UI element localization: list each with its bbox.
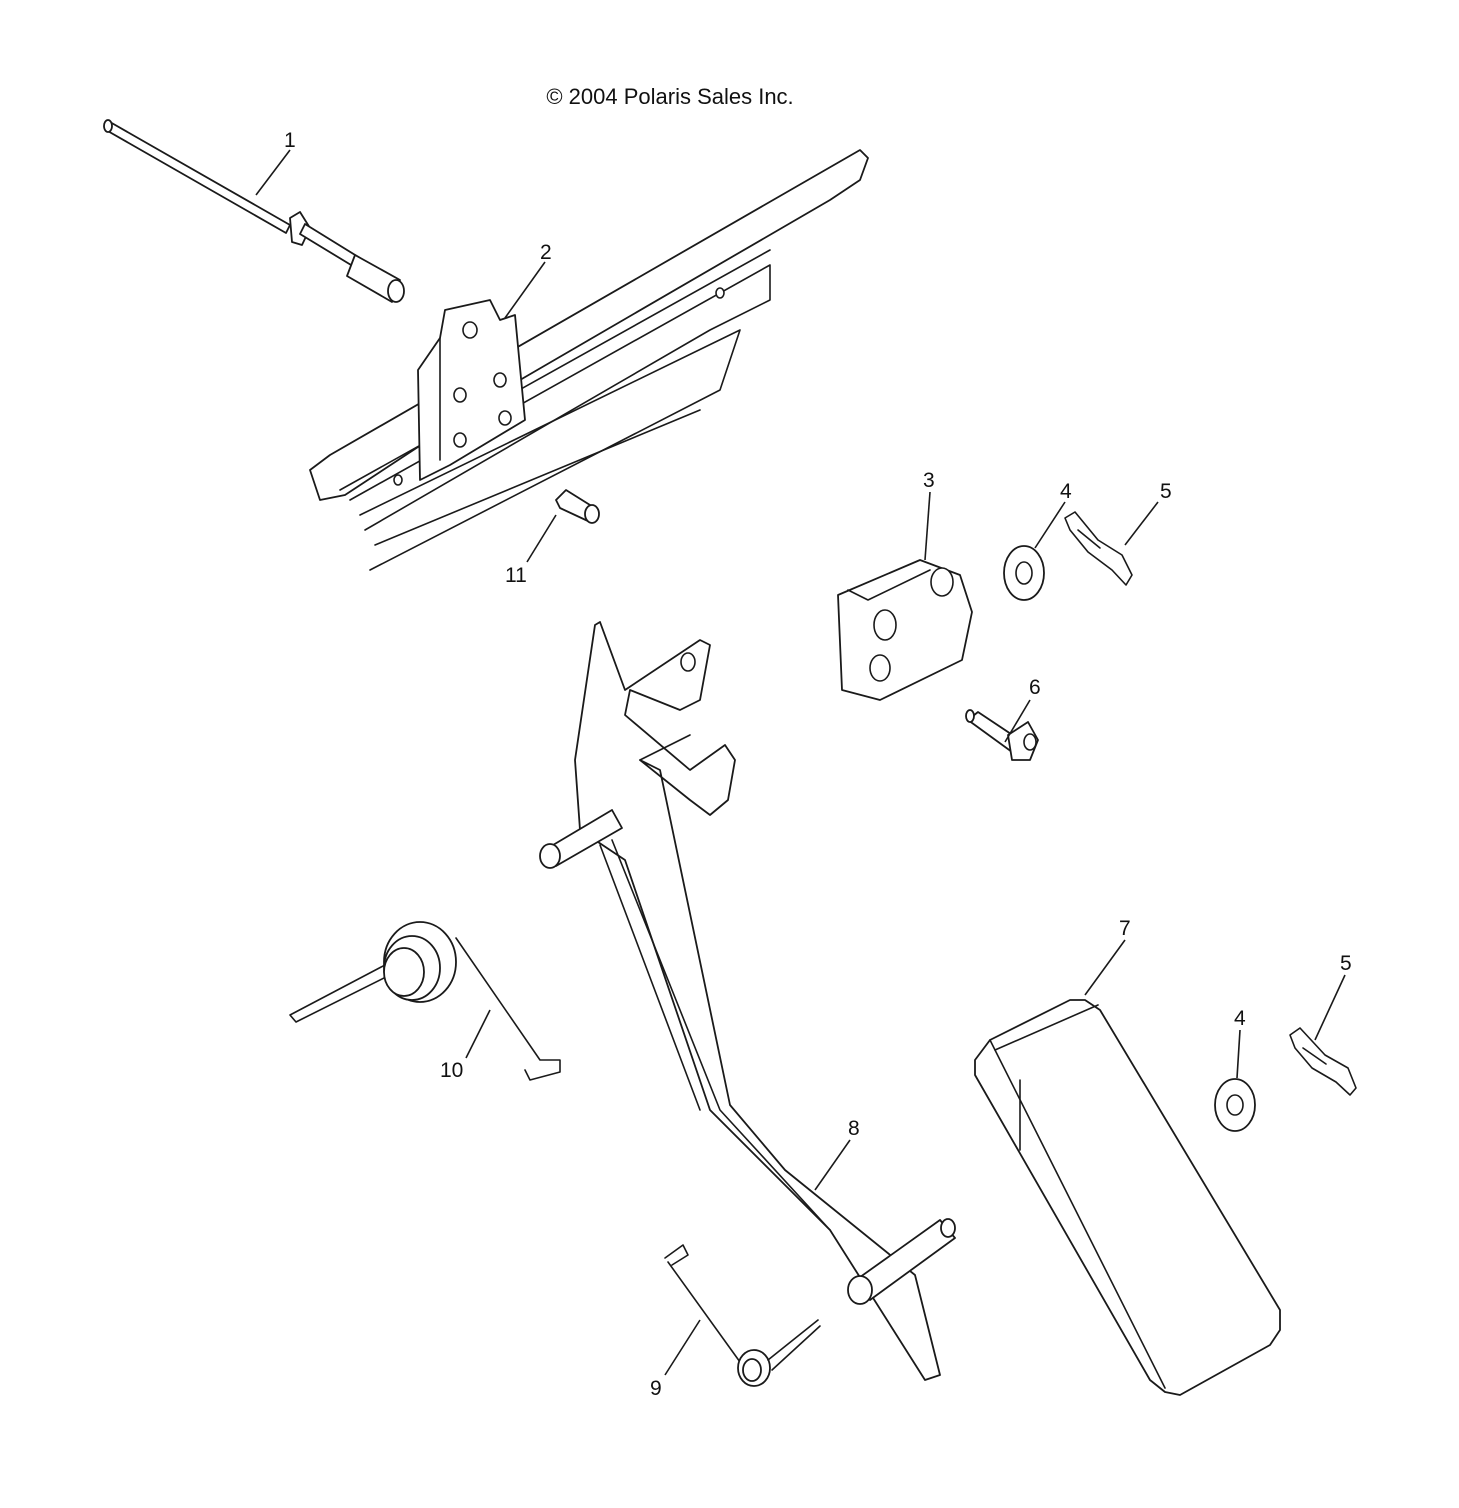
callout-4-top: 4 bbox=[1060, 480, 1072, 503]
callout-3: 3 bbox=[923, 469, 935, 492]
part-3-block bbox=[837, 559, 973, 701]
callout-7: 7 bbox=[1119, 917, 1131, 940]
part-9-spring bbox=[664, 1244, 821, 1387]
callout-5-top: 5 bbox=[1160, 480, 1172, 503]
callout-4-bottom: 4 bbox=[1234, 1007, 1246, 1030]
part-4-washer-top bbox=[1003, 545, 1045, 601]
part-1-rod bbox=[103, 119, 405, 303]
part-6-bolt bbox=[965, 709, 1039, 761]
callout-10: 10 bbox=[440, 1059, 464, 1082]
part-11-bushing bbox=[555, 489, 600, 524]
callout-8: 8 bbox=[848, 1117, 860, 1140]
part-5-clip-top bbox=[1064, 511, 1133, 586]
callout-5-bottom: 5 bbox=[1340, 952, 1352, 975]
callout-9: 9 bbox=[650, 1377, 662, 1400]
part-7-pedal-pad bbox=[974, 999, 1281, 1396]
part-2-bracket-rail bbox=[309, 149, 869, 571]
part-5-clip-bottom bbox=[1289, 1027, 1357, 1096]
part-8-pedal-arm bbox=[539, 621, 956, 1381]
callout-1: 1 bbox=[284, 129, 296, 152]
callout-6: 6 bbox=[1029, 676, 1041, 699]
copyright-text: © 2004 Polaris Sales Inc. bbox=[546, 84, 794, 109]
part-4-washer-bottom bbox=[1214, 1078, 1256, 1132]
leader-lines bbox=[255, 149, 1346, 1376]
callout-11: 11 bbox=[505, 564, 527, 587]
part-10-spring bbox=[289, 921, 561, 1081]
callout-2: 2 bbox=[540, 241, 552, 264]
